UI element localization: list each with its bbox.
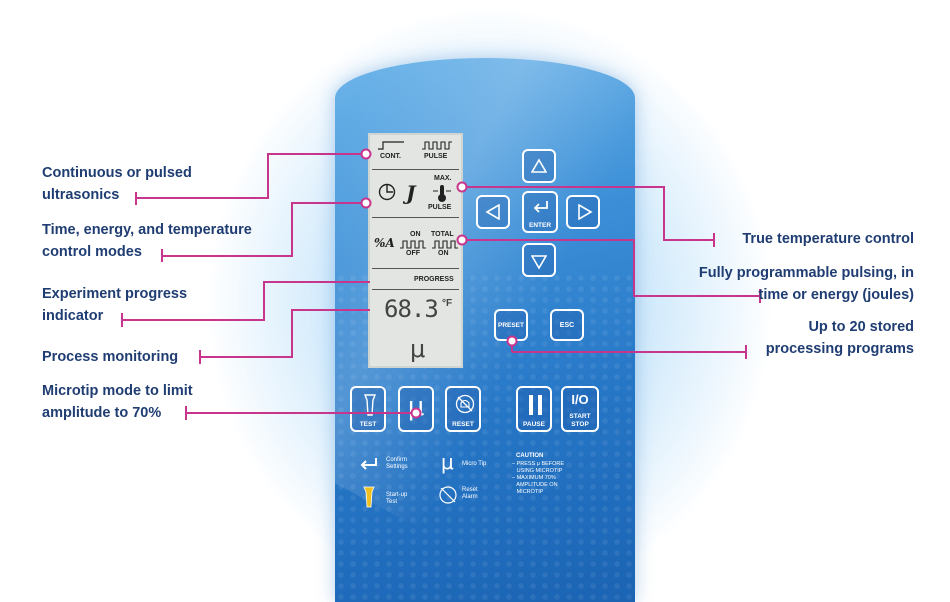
lcd-divider (372, 268, 459, 269)
lcd-off-label: OFF (406, 250, 420, 257)
pulse-on-off-icon (400, 240, 458, 249)
callout-temperature-control: True temperature control (742, 231, 914, 247)
esc-label: ESC (559, 322, 575, 329)
microtip-button[interactable]: μ (398, 386, 434, 432)
lcd-divider (372, 217, 459, 218)
lcd-amplitude-label: %A (374, 236, 395, 250)
lcd-on-total-label: ON (438, 250, 449, 257)
left-button[interactable] (476, 195, 510, 229)
confirm-settings-legend: Confirm Settings (386, 457, 408, 470)
micro-tip-legend: Micro Tip (462, 461, 487, 467)
test-label: TEST (359, 421, 377, 428)
callout-control-modes: Time, energy, and temperature control mo… (42, 222, 252, 260)
lcd-energy-joule: J (406, 181, 416, 205)
callout-programmable-pulsing: Fully programmable pulsing, in time or e… (698, 265, 914, 303)
startup-test-legend: Start-up Test (386, 492, 408, 505)
lcd-on-label: ON (410, 231, 421, 238)
start-stop-button[interactable]: I/O START STOP (561, 386, 599, 432)
callout-continuous-pulsed: Continuous or pulsed ultrasonics (42, 165, 192, 203)
enter-legend-icon (360, 458, 377, 470)
lcd-pulse-temp-label: PULSE (428, 204, 452, 211)
test-button[interactable]: TEST (350, 386, 386, 432)
reset-alarm-icon (455, 394, 475, 414)
callout-stored-programs: Up to 20 stored processing programs (765, 319, 914, 357)
lcd-total-label: TOTAL (431, 231, 454, 238)
lcd-progress-bar (372, 289, 459, 290)
lcd-pulse-label: PULSE (424, 153, 448, 160)
reset-alarm-legend-icon (439, 486, 457, 504)
stop-label: STOP (571, 421, 589, 428)
reset-label: RESET (452, 421, 474, 428)
lcd-temperature-unit: °F (442, 298, 453, 309)
lcd-microtip-indicator: μ (410, 335, 426, 363)
continuous-wave-icon (378, 141, 404, 150)
thermometer-icon (433, 185, 451, 202)
pause-label: PAUSE (523, 421, 545, 428)
enter-label: ENTER (528, 222, 552, 229)
callout-process-monitoring: Process monitoring (42, 349, 179, 365)
esc-button[interactable]: ESC (550, 309, 584, 341)
reset-button[interactable]: RESET (445, 386, 481, 432)
lcd-temperature-readout: 68.3 (384, 295, 439, 323)
lcd-progress-label: PROGRESS (414, 276, 454, 283)
caution-text: – PRESS μ BEFORE USING MICROTIP – MAXIMU… (512, 461, 565, 495)
lcd-max-label: MAX. (434, 175, 452, 182)
callout-microtip-mode: Microtip mode to limit amplitude to 70% (42, 383, 193, 421)
arrow-down-icon (531, 255, 547, 270)
pause-icon (529, 395, 542, 415)
lcd-cont-label: CONT. (380, 153, 401, 160)
preset-button[interactable]: PRESET (494, 309, 528, 341)
test-probe-icon (363, 394, 377, 416)
startup-test-legend-icon (363, 486, 375, 508)
caution-title: CAUTION (516, 453, 544, 459)
preset-label: PRESET (497, 322, 524, 329)
callout-progress-indicator: Experiment progress indicator (42, 286, 188, 324)
lcd-display: CONT. PULSE J MAX. PULSE %A ON TOTAL OFF… (368, 133, 463, 368)
reset-alarm-legend: Reset Alarm (462, 487, 478, 500)
microtip-glyph: μ (407, 392, 425, 422)
down-button[interactable] (522, 243, 556, 277)
pause-button[interactable]: PAUSE (516, 386, 552, 432)
enter-icon (533, 201, 548, 213)
right-button[interactable] (566, 195, 600, 229)
clock-icon (378, 183, 396, 201)
up-button[interactable] (522, 149, 556, 183)
microtip-legend-icon: μ (441, 450, 454, 474)
io-label: I/O (571, 392, 589, 407)
start-label: START (569, 413, 591, 420)
enter-button[interactable]: ENTER (522, 191, 558, 233)
arrow-right-icon (578, 204, 593, 220)
arrow-left-icon (485, 204, 500, 220)
pulse-wave-icon (422, 141, 452, 150)
arrow-up-icon (531, 158, 547, 173)
lcd-divider (372, 169, 459, 170)
